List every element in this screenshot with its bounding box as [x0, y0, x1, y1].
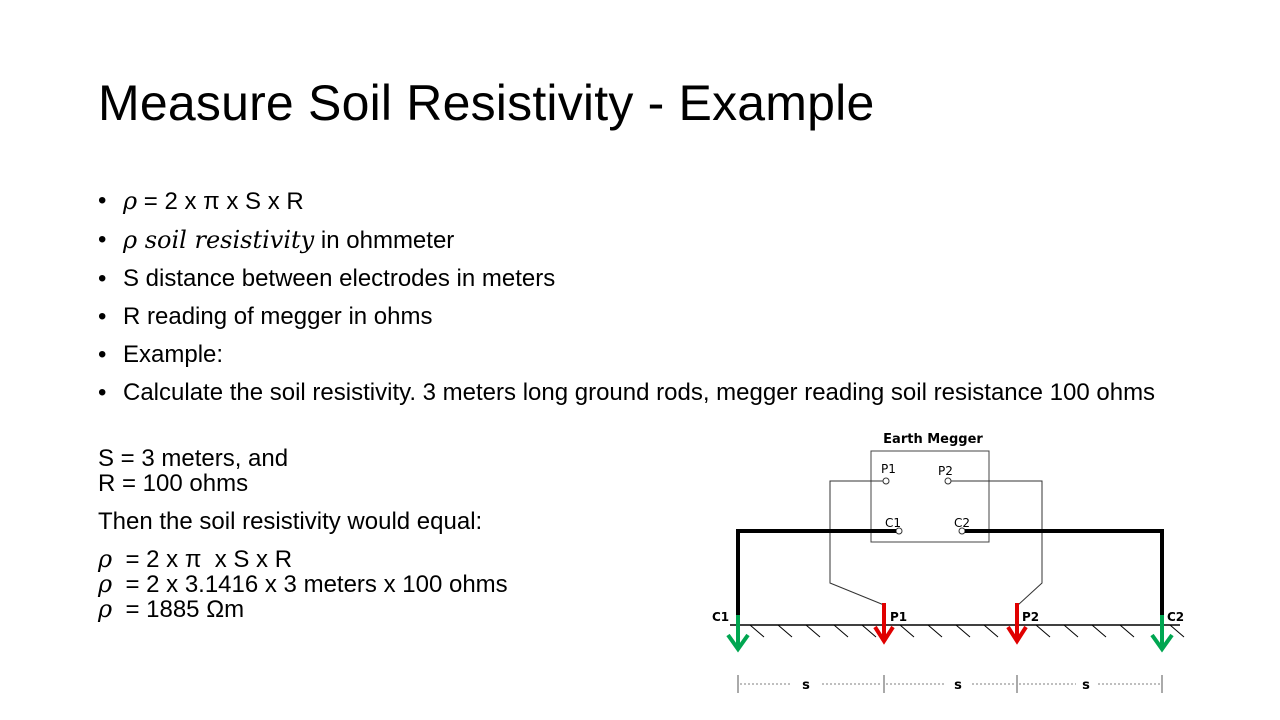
- bullet-text: in ohmmeter: [314, 227, 455, 254]
- given-line-s: S = 3 meters, and: [98, 445, 289, 472]
- terminal-label-p1: P1: [881, 462, 896, 476]
- ground-label-c2: C2: [1167, 610, 1184, 624]
- bullet-text: Example:: [123, 341, 224, 368]
- electrode-c1-arrow: [726, 615, 750, 653]
- ground-hatching: [749, 624, 1185, 638]
- terminal-p2: [944, 477, 952, 485]
- then-text: Then the soil resistivity would equal:: [98, 508, 483, 535]
- bullet-math: ρ: [123, 187, 138, 215]
- bullet-s-definition: • S distance between electrodes in meter…: [98, 266, 1178, 292]
- bullet-dot: •: [98, 379, 107, 406]
- megger-box: [870, 450, 990, 543]
- bullet-problem: • Calculate the soil resistivity. 3 mete…: [98, 380, 1178, 406]
- ground-label-c1: C1: [712, 610, 729, 624]
- spacing-ticks: [737, 675, 1163, 693]
- bullet-example: • Example:: [98, 342, 1178, 368]
- terminal-c2: [958, 527, 966, 535]
- spacing-label-1: s: [802, 678, 810, 693]
- terminal-c1: [895, 527, 903, 535]
- electrode-p1-arrow: [873, 603, 895, 645]
- calc-text: = 2 x 3.1416 x 3 meters x 100 ohms: [112, 571, 508, 598]
- earth-megger-diagram: Earth Megger P1 P2 C1 C2 C1 P1 P2: [712, 432, 1185, 693]
- bullet-formula: • ρ = 2 x π x S x R: [98, 188, 1178, 215]
- rho-symbol: ρ: [98, 545, 113, 573]
- spacing-label-2: s: [954, 678, 962, 693]
- calc-line-1: ρ = 2 x π x S x R: [98, 545, 508, 573]
- bullet-text: = 2 x π x S x R: [137, 188, 304, 215]
- ground-label-p1: P1: [890, 610, 907, 624]
- bullet-dot: •: [98, 226, 107, 253]
- given-values: S = 3 meters, and R = 100 ohms: [98, 446, 288, 496]
- bullet-text: S distance between electrodes in meters: [123, 265, 556, 292]
- calculation-block: ρ = 2 x π x S x R ρ = 2 x 3.1416 x 3 met…: [98, 545, 508, 623]
- calc-text: = 2 x π x S x R: [112, 546, 293, 573]
- given-line-r: R = 100 ohms: [98, 470, 249, 497]
- bullet-math: ρ soil resistivity: [123, 226, 315, 254]
- bullet-rho-definition: • ρ soil resistivity in ohmmeter: [98, 227, 1178, 254]
- p1-lead: [829, 480, 885, 606]
- calc-line-3: ρ = 1885 Ωm: [98, 595, 508, 623]
- bullet-text: R reading of megger in ohms: [123, 303, 433, 330]
- bullet-dot: •: [98, 341, 107, 368]
- ground-label-p2: P2: [1022, 610, 1039, 624]
- rho-symbol: ρ: [98, 570, 113, 598]
- terminal-p1: [882, 477, 890, 485]
- terminal-label-p2: P2: [938, 464, 953, 478]
- bullet-dot: •: [98, 303, 107, 330]
- bullet-list: • ρ = 2 x π x S x R • ρ soil resistivity…: [98, 188, 1178, 418]
- terminal-label-c2: C2: [954, 516, 970, 530]
- c2-lead: [965, 529, 1164, 617]
- bullet-dot: •: [98, 265, 107, 292]
- calc-text: = 1885 Ωm: [112, 596, 245, 623]
- bullet-r-definition: • R reading of megger in ohms: [98, 304, 1178, 330]
- bullet-text: Calculate the soil resistivity. 3 meters…: [123, 379, 1156, 406]
- megger-title: Earth Megger: [883, 432, 983, 447]
- spacing-label-3: s: [1082, 678, 1090, 693]
- slide-title: Measure Soil Resistivity - Example: [98, 75, 875, 131]
- p2-lead: [951, 480, 1043, 606]
- terminal-label-c1: C1: [885, 516, 901, 530]
- calc-line-2: ρ = 2 x 3.1416 x 3 meters x 100 ohms: [98, 570, 508, 598]
- c1-lead: [736, 529, 896, 617]
- bullet-dot: •: [98, 187, 107, 214]
- rho-symbol: ρ: [98, 595, 113, 623]
- electrode-p2-arrow: [1006, 603, 1028, 645]
- electrode-c2-arrow: [1150, 615, 1174, 653]
